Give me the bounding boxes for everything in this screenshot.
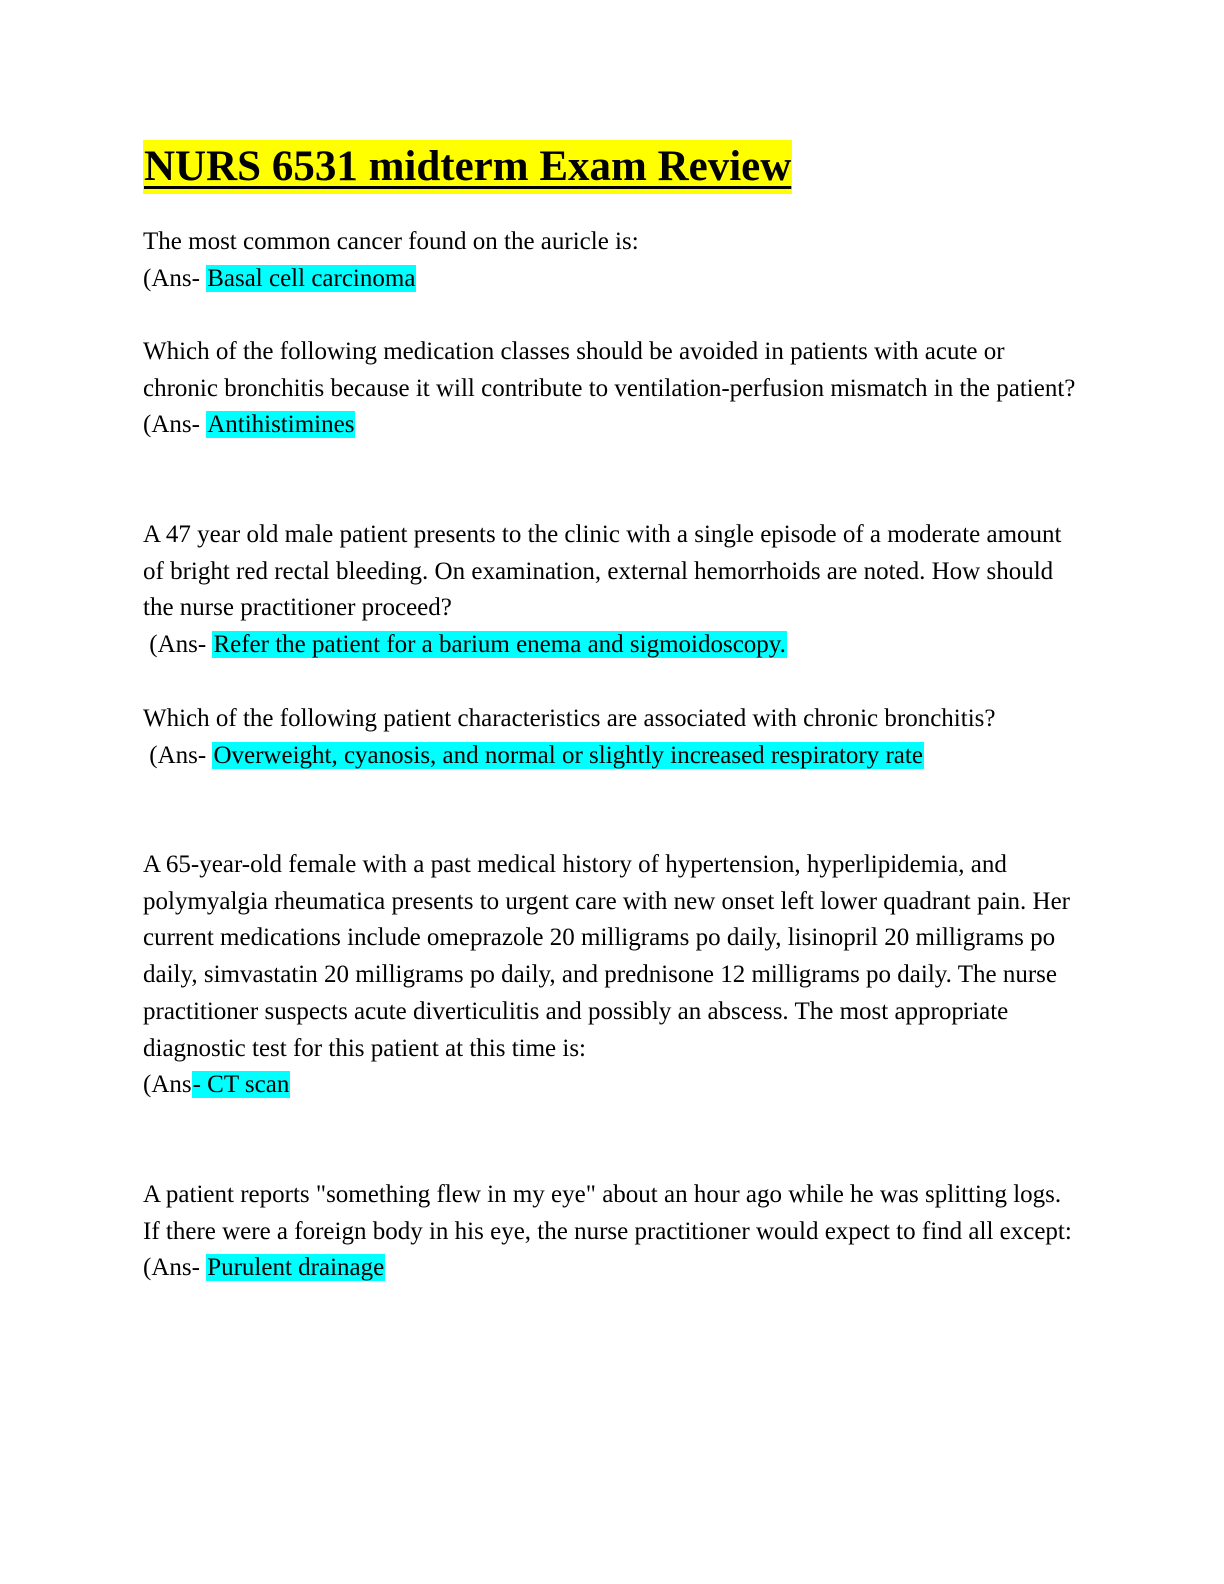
question-text: Which of the following medication classe… bbox=[143, 338, 1076, 402]
answer-prefix: (Ans- bbox=[143, 631, 213, 659]
answer-highlight: - CT scan bbox=[191, 1071, 291, 1099]
answer-prefix: (Ans- bbox=[143, 741, 213, 769]
answer-line: (Ans- Refer the patient for a barium ene… bbox=[143, 627, 1083, 664]
answer-prefix: (Ans bbox=[143, 1071, 192, 1099]
question-text: A 65-year-old female with a past medical… bbox=[143, 851, 1071, 1062]
page-title: NURS 6531 midterm Exam Review bbox=[143, 140, 793, 194]
question-text: A patient reports "something flew in my … bbox=[143, 1181, 1072, 1245]
document-page: NURS 6531 midterm Exam Review The most c… bbox=[143, 140, 1083, 1282]
answer-prefix: (Ans- bbox=[143, 1254, 207, 1282]
question-text: A 47 year old male patient presents to t… bbox=[143, 521, 1062, 622]
answer-prefix: (Ans- bbox=[143, 264, 207, 292]
answer-line: (Ans- Overweight, cyanosis, and normal o… bbox=[143, 738, 995, 775]
question-block: A patient reports "something flew in my … bbox=[143, 1177, 1083, 1287]
answer-highlight: Basal cell carcinoma bbox=[206, 264, 417, 292]
answer-line: (Ans- Antihistimines bbox=[143, 407, 1083, 444]
question-block: Which of the following patient character… bbox=[143, 701, 995, 774]
answer-highlight: Purulent drainage bbox=[206, 1254, 386, 1282]
question-block: The most common cancer found on the auri… bbox=[143, 224, 639, 297]
question-text: Which of the following patient character… bbox=[143, 705, 996, 732]
answer-highlight: Refer the patient for a barium enema and… bbox=[212, 631, 787, 659]
answer-highlight: Antihistimines bbox=[206, 411, 356, 439]
question-block: A 47 year old male patient presents to t… bbox=[143, 517, 1083, 664]
question-block: Which of the following medication classe… bbox=[143, 334, 1083, 444]
answer-line: (Ans- Basal cell carcinoma bbox=[143, 261, 639, 298]
question-text: The most common cancer found on the auri… bbox=[143, 228, 639, 255]
answer-highlight: Overweight, cyanosis, and normal or slig… bbox=[212, 741, 924, 769]
answer-line: (Ans- CT scan bbox=[143, 1067, 1083, 1104]
answer-prefix: (Ans- bbox=[143, 411, 207, 439]
answer-line: (Ans- Purulent drainage bbox=[143, 1250, 1083, 1287]
question-block: A 65-year-old female with a past medical… bbox=[143, 847, 1083, 1104]
